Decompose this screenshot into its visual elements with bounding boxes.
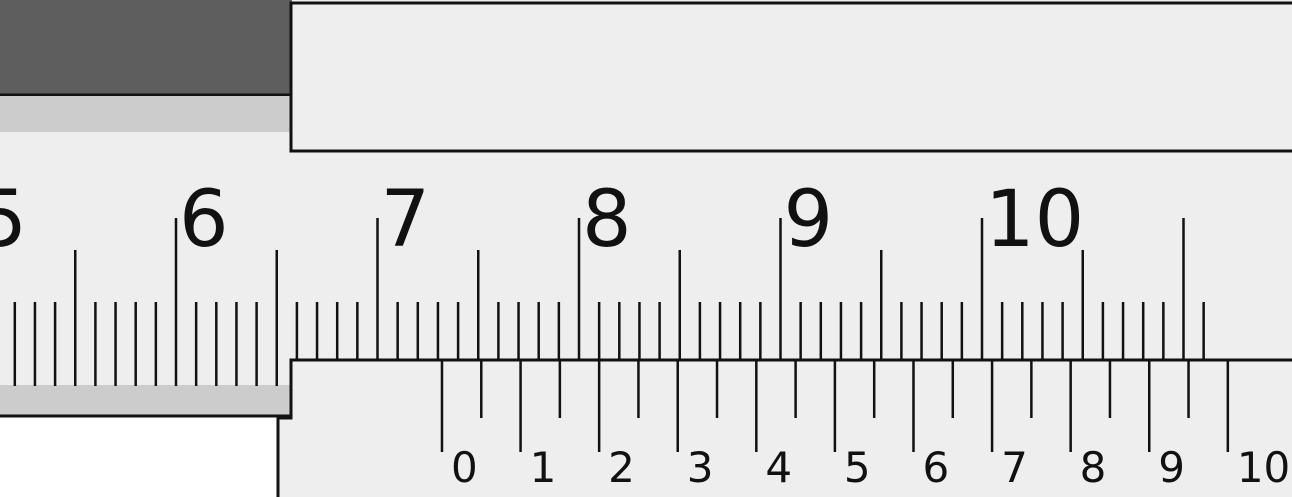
- main-scale-label: 7: [381, 175, 431, 265]
- vernier-scale-label: 3: [687, 443, 714, 492]
- vernier-scale-label: 10: [1237, 443, 1290, 492]
- vernier-scale-label: 9: [1158, 443, 1185, 492]
- beam-light-strip-top: [0, 96, 292, 132]
- main-scale-label: 5: [0, 175, 27, 265]
- vernier-scale-label: 6: [922, 443, 949, 492]
- vernier-plate-lower: [278, 418, 1292, 497]
- main-scale-label: 8: [582, 175, 632, 265]
- main-scale-label: 10: [985, 175, 1084, 265]
- vernier-scale-label: 1: [530, 443, 557, 492]
- main-scale-label: 9: [784, 175, 834, 265]
- vernier-scale-label: 4: [765, 443, 792, 492]
- vernier-scale-label: 0: [451, 443, 478, 492]
- vernier-scale-label: 2: [608, 443, 635, 492]
- vernier-scale-label: 7: [1001, 443, 1028, 492]
- vernier-plate-upper: [291, 360, 1292, 420]
- beam-light-strip-bottom: [0, 385, 292, 415]
- sliding-jaw-top: [289, 1, 1292, 153]
- vernier-scale-ticks: 0 1 2 3 4 5 6 7 8 9 10: [440, 360, 1290, 492]
- background-lower-left: [0, 418, 278, 497]
- vernier-scale-label: 8: [1080, 443, 1107, 492]
- vernier-scale-label: 5: [844, 443, 871, 492]
- beam-dark-strip: [0, 0, 292, 95]
- vernier-plate-outline: [276, 358, 1292, 497]
- main-scale-label: 6: [179, 175, 229, 265]
